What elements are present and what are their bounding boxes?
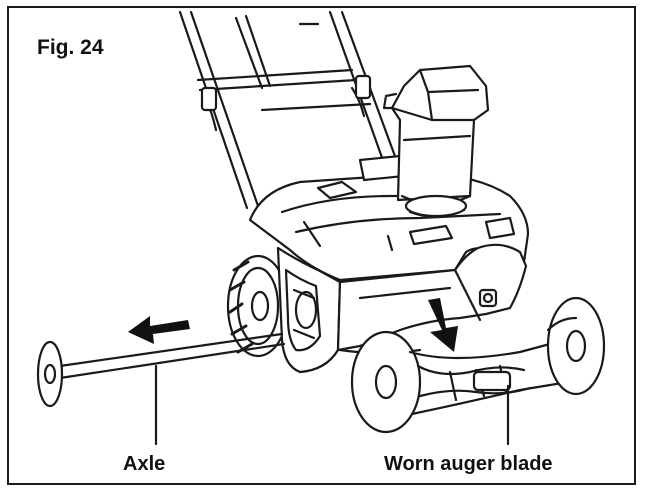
auger-blade-label: Worn auger blade (384, 453, 553, 475)
figure-title: Fig. 24 (37, 36, 104, 59)
discharge-chute (382, 64, 490, 218)
handle-assembly (178, 10, 405, 210)
auger-blade (350, 296, 606, 434)
down-arrow-icon (428, 298, 458, 352)
axle-label: Axle (123, 453, 166, 475)
left-arrow-icon (128, 316, 190, 344)
axle (36, 332, 422, 408)
auger-housing-side (276, 246, 342, 374)
auger-housing (336, 243, 528, 352)
